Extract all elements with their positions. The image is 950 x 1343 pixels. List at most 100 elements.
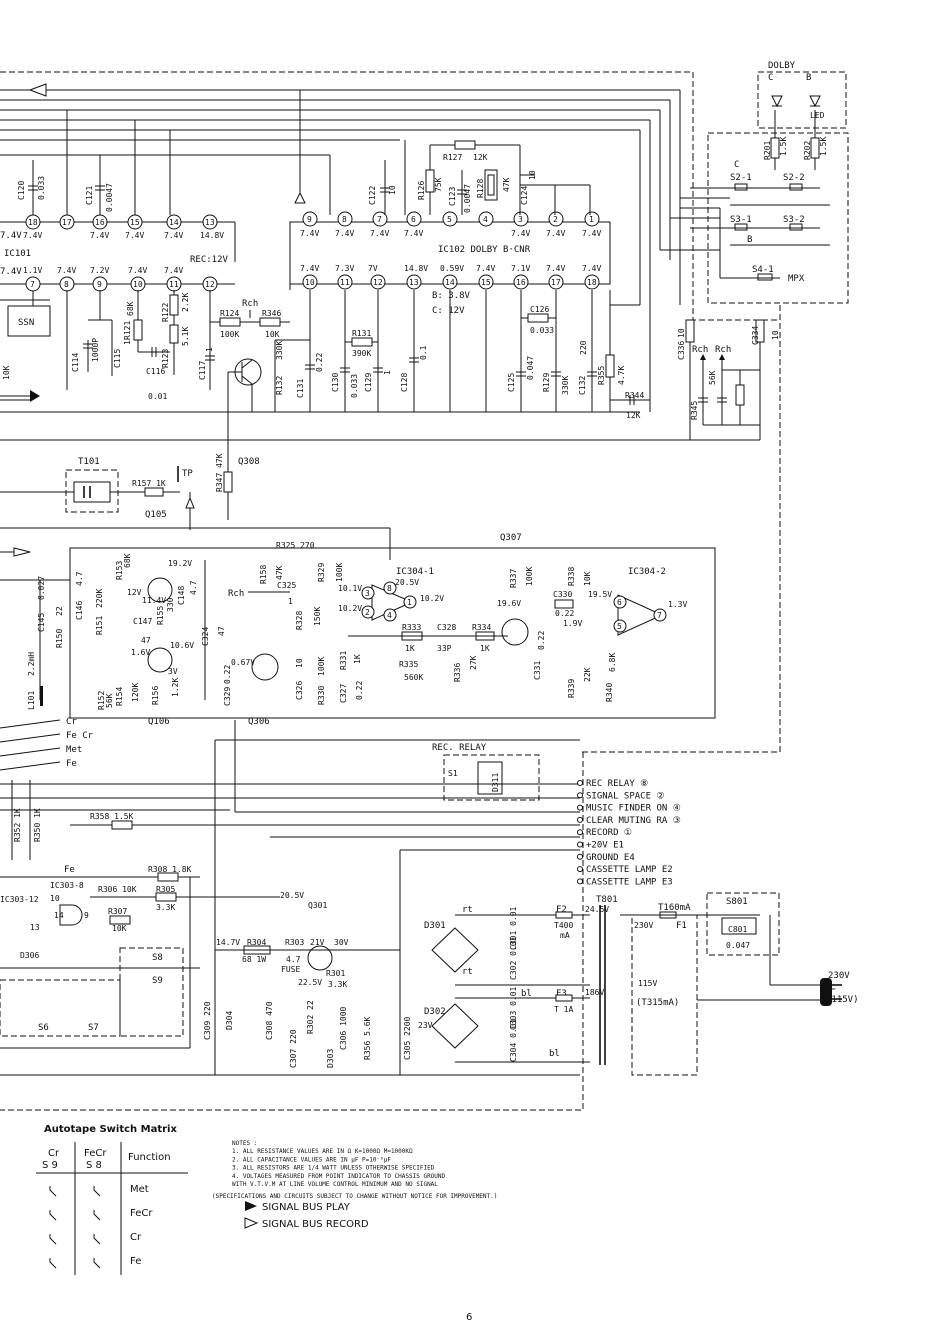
r151-label: R151 bbox=[95, 616, 104, 635]
ic304-2-opamp bbox=[617, 594, 664, 636]
r330-value: 100K bbox=[317, 657, 326, 676]
ic102-bot-pin-volt: 7.4V bbox=[546, 264, 565, 273]
ic304-1-pin3: 3 bbox=[365, 589, 370, 598]
play-legend-arrow bbox=[245, 1201, 257, 1211]
ic102-top-pin-2 bbox=[548, 211, 564, 227]
ic102-top-pin-num: 9 bbox=[307, 215, 312, 224]
r355-value: 10 bbox=[677, 328, 686, 338]
r126-value: 75K bbox=[434, 177, 443, 192]
r132-label: R132 bbox=[275, 376, 284, 395]
f3-label: F3 bbox=[556, 989, 567, 999]
connector-label-8: CASSETTE LAMP E3 bbox=[586, 877, 673, 887]
ic304-1-v3: 10.2V bbox=[338, 604, 362, 613]
c308-label: C308 470 bbox=[265, 1001, 274, 1040]
c122-label: C122 bbox=[368, 186, 377, 205]
r304-label: R304 bbox=[247, 938, 266, 947]
r121-value: 68K bbox=[126, 301, 135, 316]
volt-14-7: 14.7V bbox=[216, 938, 240, 947]
d302-label: D302 bbox=[424, 1007, 446, 1017]
r356-label: R356 5.6K bbox=[363, 1016, 372, 1060]
ic102-top-pin-9 bbox=[302, 211, 318, 227]
c130-value: 0.033 bbox=[350, 374, 359, 398]
c147-label: C147 bbox=[133, 617, 152, 626]
record-legend-arrow bbox=[244, 1217, 259, 1229]
ic304-1-pin1: 1 bbox=[407, 598, 412, 607]
ic102-bot-pin-11 bbox=[337, 274, 353, 290]
ic304-2-label: IC304-2 bbox=[628, 567, 666, 577]
c115-label: C115 bbox=[113, 349, 122, 368]
power-section: 14.7V R304 68 1W R303 4.7 FUSE 21V 30V 2… bbox=[203, 849, 859, 1076]
r336-value: 0.22 bbox=[555, 609, 574, 618]
c116-label: C116 bbox=[146, 367, 165, 376]
s801-label: S801 bbox=[726, 897, 748, 907]
c326-value: 10 bbox=[295, 658, 304, 668]
c301-label: C301 0.01 bbox=[509, 906, 518, 950]
c-voltage: C: 12V bbox=[432, 306, 465, 316]
ic304-1-v2: 10.1V bbox=[338, 584, 362, 593]
ic102-bot-pin-17 bbox=[548, 274, 564, 290]
c121-label: C121 bbox=[85, 186, 94, 205]
ic102-bot-pin-18 bbox=[584, 274, 600, 290]
c124-label: C124 bbox=[520, 186, 529, 205]
ic102-top-pin-num: 4 bbox=[483, 215, 488, 224]
bottom-dashed-border bbox=[0, 752, 584, 1111]
ic102-bot-pin-num: 13 bbox=[409, 278, 419, 287]
r158-label: R158 bbox=[259, 565, 268, 584]
t400-unit: mA bbox=[560, 931, 570, 940]
r156-value: 1.2K bbox=[171, 678, 180, 697]
tape-met-label: Met bbox=[66, 745, 82, 755]
r307-label: R307 bbox=[108, 907, 127, 916]
t101-section: T101 R157 1K TP Q105 Q308 R347 47K bbox=[0, 453, 260, 530]
c148-label: C148 bbox=[177, 586, 186, 605]
c114-value: 1000P bbox=[91, 338, 100, 362]
volt-12: 12V bbox=[127, 588, 142, 597]
c304-label: C304 0.01 bbox=[509, 1018, 518, 1062]
r150-value: 22 bbox=[55, 606, 64, 616]
ic101-bottom-row: IC101 7.4V 7.4V REC:12V SSN 10K 71.1V87.… bbox=[0, 231, 760, 441]
ic102-top-pin-volt: 7.4V bbox=[582, 229, 601, 238]
ic102-top-pin-num: 7 bbox=[377, 215, 382, 224]
ic102-top-pin-4 bbox=[478, 211, 494, 227]
gate-pin-14: 14 bbox=[54, 911, 64, 920]
r127-value: 12K bbox=[473, 153, 488, 162]
ic101-top-pin-volt: 7.4V bbox=[23, 231, 42, 240]
bl-label-2: bl bbox=[549, 1049, 560, 1059]
c309-label: C309 220 bbox=[203, 1001, 212, 1040]
ic101-pin6-volt: 7.4V bbox=[0, 267, 22, 277]
volt-22-5: 22.5V bbox=[298, 978, 322, 987]
autotape-switch-matrix: Autotape Switch Matrix Cr S 9 FeCr S 8 F… bbox=[36, 1124, 188, 1275]
record-bus-arrow bbox=[28, 83, 47, 97]
ic304-1-v1: 20.5V bbox=[395, 578, 419, 587]
q301-label: Q301 bbox=[308, 901, 327, 910]
ic102-top-pin-volt: 7.4V bbox=[300, 229, 319, 238]
r123-value: 5.1K bbox=[181, 327, 190, 346]
r344-value: 10 bbox=[771, 330, 780, 340]
connector-terminal bbox=[577, 853, 583, 860]
primary-box bbox=[631, 914, 698, 1076]
ic101-bot-pin-num: 8 bbox=[64, 280, 69, 289]
r122-label: R122 bbox=[161, 303, 170, 322]
volt-30: 30V bbox=[334, 938, 349, 947]
connector-terminal bbox=[577, 829, 583, 836]
ic101-label: IC101 bbox=[4, 249, 31, 259]
ic304-2-v1: 19.5V bbox=[588, 590, 612, 599]
s9-switch-symbol bbox=[49, 1258, 57, 1269]
ic304-2-pin5: 5 bbox=[617, 622, 622, 631]
r305-label: R305 bbox=[156, 885, 175, 894]
connector-terminal bbox=[577, 804, 583, 811]
r158-value: 47K bbox=[275, 565, 284, 580]
c126-value: 330K bbox=[561, 376, 570, 395]
volt-0-67: 0.67V bbox=[231, 658, 255, 667]
ssn-label: SSN bbox=[18, 318, 34, 328]
ic102-top-pin-volt: 7.4V bbox=[335, 229, 354, 238]
ic102-top-pin-volt: 7.4V bbox=[404, 229, 423, 238]
ssn-block bbox=[7, 305, 51, 337]
c329-value: 33P bbox=[437, 644, 452, 653]
r331-value: 1K bbox=[353, 654, 362, 664]
r334-label: R336 bbox=[453, 663, 462, 682]
s8-switch-symbol bbox=[93, 1258, 101, 1269]
s3-2-label: S3-2 bbox=[783, 215, 805, 225]
r334-value: 27K bbox=[469, 655, 478, 670]
